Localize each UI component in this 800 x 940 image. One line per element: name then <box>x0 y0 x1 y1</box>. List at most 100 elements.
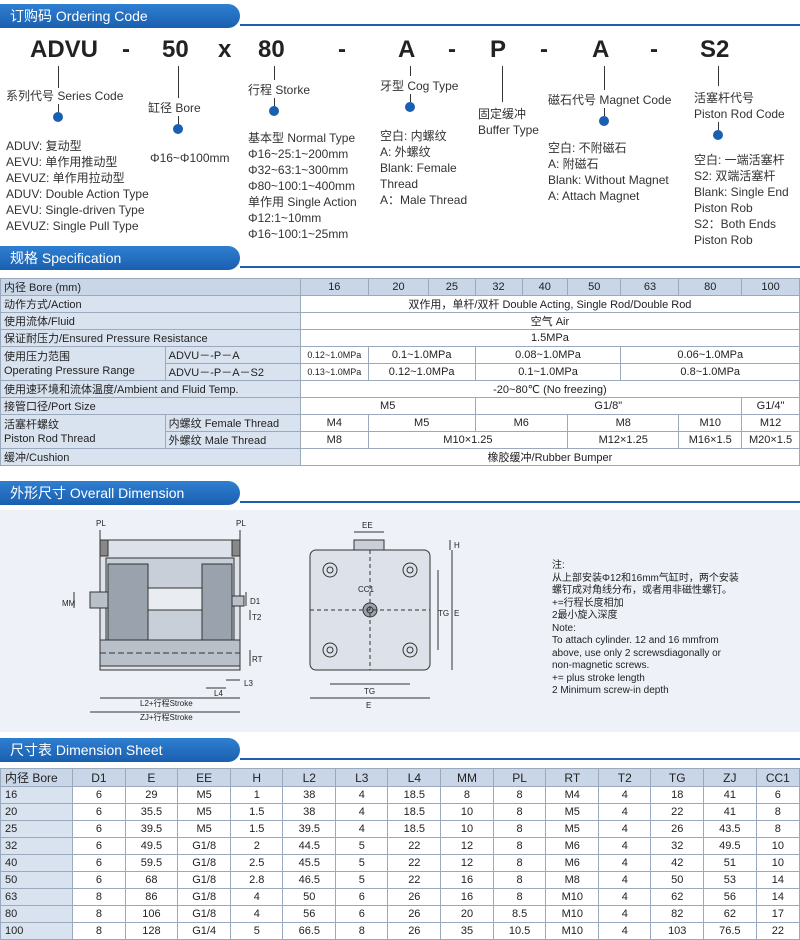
dimension-header-cell: L4 <box>387 768 442 787</box>
table-cell: 12 <box>440 854 494 872</box>
table-cell: 6 <box>72 803 126 821</box>
spec-action-row: 动作方式/Action 双作用，单杆/双杆 Double Acting, Sin… <box>0 295 800 313</box>
table-cell: 56 <box>703 888 757 906</box>
table-cell: 8 <box>492 837 547 855</box>
svg-text:E: E <box>366 701 371 710</box>
table-cell: 63 <box>0 888 74 906</box>
table-cell: 128 <box>124 922 179 940</box>
table-cell: 62 <box>650 888 705 906</box>
table-cell: 8 <box>492 820 547 838</box>
table-cell: 5 <box>230 922 284 940</box>
table-cell: 16 <box>0 786 74 804</box>
table-cell: 46.5 <box>282 871 337 889</box>
code-magnet: A <box>592 36 610 63</box>
svg-text:RT: RT <box>252 655 263 664</box>
table-cell: 2.5 <box>230 854 284 872</box>
table-cell: 100 <box>0 922 74 940</box>
table-cell: 86 <box>124 888 179 906</box>
dimension-header-cell: L2 <box>282 768 337 787</box>
stroke-title: 行程 Storke <box>248 83 311 97</box>
svg-text:PL: PL <box>236 519 246 528</box>
dimension-header-cell: PL <box>492 768 547 787</box>
series-title: 系列代号 Series Code <box>6 89 124 103</box>
cog-dot <box>405 102 415 112</box>
table-cell: 49.5 <box>124 837 179 855</box>
svg-text:TG: TG <box>438 609 449 618</box>
table-cell: 26 <box>650 820 705 838</box>
table-cell: 22 <box>387 871 442 889</box>
spec-cushion-row: 缓冲/Cushion 橡胶缓冲/Rubber Bumper <box>0 448 800 466</box>
table-cell: M6 <box>545 854 600 872</box>
table-cell: 6 <box>72 820 126 838</box>
table-cell: 44.5 <box>282 837 337 855</box>
table-cell: 8 <box>492 854 547 872</box>
spec-op-row-2: ADVU－-P－A－S2 0.13~1.0MPa 0.12~1.0MPa 0.1… <box>1 363 800 381</box>
dimension-header-cell: EE <box>177 768 232 787</box>
table-cell: 4 <box>598 922 652 940</box>
svg-text:EE: EE <box>362 521 373 530</box>
table-cell: 4 <box>598 803 652 821</box>
table-cell: 18.5 <box>387 786 442 804</box>
svg-text:CC1: CC1 <box>358 585 375 594</box>
svg-text:L3: L3 <box>244 679 253 688</box>
drawing-notes: 注:从上部安装Φ12和16mm气缸时，两个安装螺钉成对角线分布，或者用非磁性螺钉… <box>552 560 739 696</box>
table-cell: 39.5 <box>282 820 337 838</box>
table-cell: 26 <box>387 888 442 906</box>
table-cell: 10.5 <box>492 922 547 940</box>
table-cell: 4 <box>335 820 389 838</box>
table-cell: 8 <box>72 888 126 906</box>
code-series: ADVU <box>30 36 99 63</box>
table-cell: 10 <box>440 820 494 838</box>
cog-title: 牙型 Cog Type <box>380 79 459 93</box>
table-cell: 62 <box>703 905 757 923</box>
svg-text:H: H <box>454 541 460 550</box>
dimension-header-cell: D1 <box>72 768 126 787</box>
magnet-dot <box>599 116 609 126</box>
table-cell: G1/4 <box>177 922 232 940</box>
svg-text:PL: PL <box>96 519 106 528</box>
table-cell: 20 <box>440 905 494 923</box>
table-cell: 103 <box>650 922 705 940</box>
rod-dot <box>713 130 723 140</box>
front-view-drawing: EE H CC1 TG E TG E <box>309 521 460 710</box>
table-cell: 50 <box>0 871 74 889</box>
svg-text:T2: T2 <box>252 613 262 622</box>
table-cell: 4 <box>230 888 284 906</box>
table-cell: 4 <box>598 837 652 855</box>
table-cell: 32 <box>650 837 705 855</box>
table-cell: M8 <box>545 871 600 889</box>
table-cell: 59.5 <box>124 854 179 872</box>
table-cell: 49.5 <box>703 837 757 855</box>
table-cell: 38 <box>282 803 337 821</box>
spec-bore-row: 内径 Bore (mm) 16 20 25 32 40 50 63 80 100 <box>0 278 800 296</box>
table-cell: 106 <box>124 905 179 923</box>
table-cell: M6 <box>545 837 600 855</box>
code-buffer: P <box>490 36 507 63</box>
table-cell: 8 <box>492 871 547 889</box>
table-cell: 6 <box>72 786 126 804</box>
code-stroke: 80 <box>258 36 285 63</box>
table-cell: 4 <box>598 854 652 872</box>
table-cell: 18.5 <box>387 820 442 838</box>
table-cell: 8 <box>72 905 126 923</box>
table-cell: 6 <box>72 837 126 855</box>
table-cell: M5 <box>545 803 600 821</box>
table-cell: 4 <box>598 888 652 906</box>
table-cell: 66.5 <box>282 922 337 940</box>
table-cell: 2 <box>230 837 284 855</box>
table-cell: 1.5 <box>230 820 284 838</box>
table-cell: M5 <box>177 803 232 821</box>
